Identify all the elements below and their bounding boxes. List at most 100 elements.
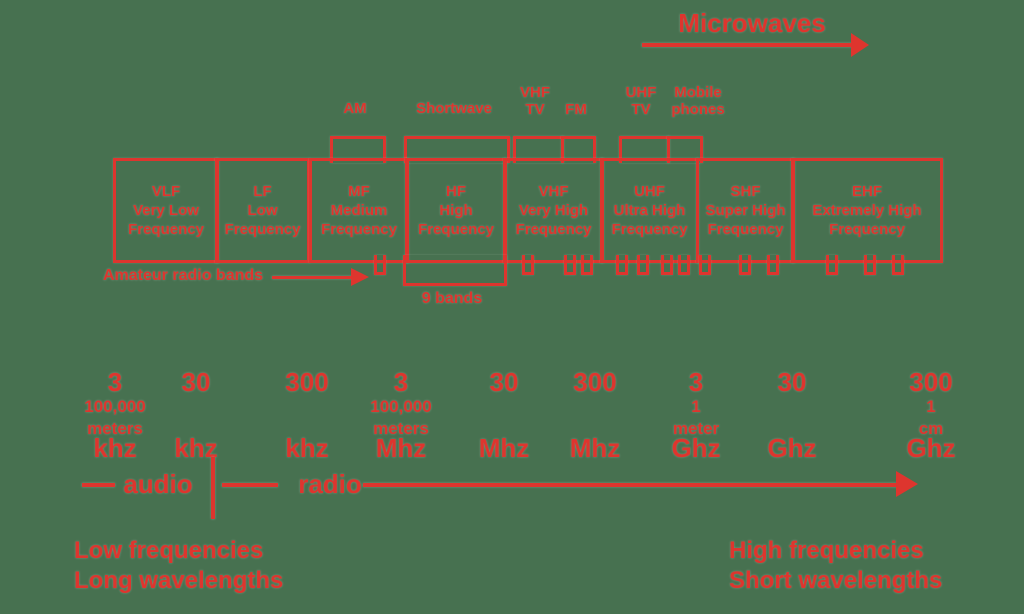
- amateur-notch: [767, 255, 779, 275]
- microwaves-label: Microwaves: [678, 8, 826, 38]
- amateur-notch: [616, 255, 628, 275]
- freq-tick: 3 khz: [65, 333, 165, 498]
- freq-value: 30: [181, 367, 211, 397]
- band-word: Frequency: [224, 221, 301, 238]
- band-word: Frequency: [321, 221, 397, 238]
- freq-tick: 3 Ghz: [646, 333, 746, 498]
- band-word: Frequency: [707, 221, 784, 238]
- band-name: Low: [247, 202, 278, 219]
- amateur-notch: [826, 255, 838, 275]
- freq-value: 30: [489, 367, 519, 397]
- freq-unit: Mhz: [375, 433, 427, 463]
- band-box-shf: SHF Super High Frequency: [696, 158, 795, 263]
- wavelength-label: 100,000 meters: [370, 397, 432, 438]
- band-name: Super High: [705, 202, 786, 219]
- amateur-bands-label: Amateur radio bands: [103, 267, 264, 284]
- band-box-mf: MF Medium Frequency: [309, 158, 409, 263]
- freq-unit: Ghz: [767, 433, 817, 463]
- high-frequencies-caption: High frequencies Short wavelengths: [729, 537, 943, 594]
- radio-axis-dash: [222, 483, 278, 487]
- freq-unit: khz: [93, 433, 137, 463]
- amateur-notch: [374, 255, 386, 275]
- amateur-notch: [522, 255, 534, 275]
- band-box-ehf: EHF Extremely High Frequency: [791, 158, 943, 263]
- band-abbr: EHF: [852, 183, 882, 200]
- freq-tick: 300 Mhz: [545, 333, 645, 498]
- amateur-notch: [739, 255, 751, 275]
- allocation-label-mobile-phones: Mobile phones: [671, 84, 725, 118]
- bracket-fm: [561, 136, 596, 163]
- freq-tick: 300 khz: [257, 333, 357, 498]
- band-word: Frequency: [128, 221, 204, 238]
- band-name: Medium: [330, 202, 388, 219]
- bracket-shortwave: [404, 136, 510, 163]
- audio-label: audio: [123, 469, 193, 499]
- freq-unit: Mhz: [478, 433, 530, 463]
- amateur-notch: [678, 255, 690, 275]
- freq-value: 300: [285, 367, 329, 397]
- band-abbr: MF: [348, 183, 370, 200]
- band-box-vlf: VLF Very Low Frequency: [113, 158, 219, 263]
- freq-value: 3: [107, 367, 123, 397]
- wavelength-label: 100,000 meters: [84, 397, 146, 438]
- nine-bands-bracket: [403, 255, 507, 286]
- band-box-hf: HF High Frequency: [405, 158, 507, 263]
- wavelength-label: 1 cm: [918, 397, 944, 438]
- allocation-label-vhf-tv: VHF TV: [520, 84, 550, 118]
- band-abbr: VLF: [151, 183, 181, 200]
- amateur-notch: [699, 255, 711, 275]
- band-abbr: VHF: [538, 183, 569, 200]
- bracket-mobile-phones: [667, 136, 703, 163]
- low-frequencies-caption: Low frequencies Long wavelengths: [74, 537, 284, 594]
- freq-value: 3: [393, 367, 409, 397]
- band-name: Ultra High: [613, 202, 686, 219]
- amateur-notch: [564, 255, 576, 275]
- band-abbr: SHF: [730, 183, 761, 200]
- allocation-label-fm: FM: [565, 101, 587, 118]
- amateur-notch: [581, 255, 593, 275]
- band-name: Extremely High: [812, 202, 922, 219]
- freq-unit: Ghz: [671, 433, 721, 463]
- amateur-notch: [892, 255, 904, 275]
- freq-value: 30: [777, 367, 807, 397]
- microwaves-arrow-icon: [851, 33, 869, 57]
- microwaves-arrow-line: [642, 43, 852, 47]
- freq-tick: 30 Mhz: [454, 333, 554, 498]
- band-abbr: HF: [446, 183, 466, 200]
- radio-axis-arrow-icon: [896, 471, 918, 497]
- freq-unit: khz: [174, 433, 218, 463]
- freq-unit: khz: [285, 433, 329, 463]
- radio-label: radio: [298, 469, 362, 499]
- freq-unit: Mhz: [569, 433, 621, 463]
- amateur-bands-arrow-line: [272, 276, 352, 279]
- band-word: Frequency: [515, 221, 592, 238]
- allocation-label-uhf-tv: UHF TV: [625, 84, 657, 118]
- amateur-notch: [661, 255, 673, 275]
- band-word: Frequency: [829, 221, 905, 238]
- band-name: Very Low: [133, 202, 199, 219]
- freq-unit: Ghz: [906, 433, 956, 463]
- freq-tick: 30 khz: [146, 333, 246, 498]
- band-name: Very High: [518, 202, 589, 219]
- freq-tick: 30 Ghz: [742, 333, 842, 498]
- band-word: Frequency: [418, 221, 494, 238]
- allocation-label-shortwave: Shortwave: [416, 100, 492, 117]
- radio-axis-line: [363, 483, 897, 487]
- amateur-notch: [637, 255, 649, 275]
- freq-value: 300: [909, 367, 953, 397]
- freq-tick: 300 Ghz: [881, 333, 981, 498]
- freq-tick: 3 Mhz: [351, 333, 451, 498]
- wavelength-label: 1 meter: [672, 397, 720, 438]
- bracket-am: [330, 136, 386, 163]
- audio-axis-dash: [82, 483, 115, 487]
- band-word: Frequency: [611, 221, 688, 238]
- amateur-bands-arrow-icon: [351, 268, 369, 286]
- freq-value: 3: [688, 367, 704, 397]
- band-box-lf: LF Low Frequency: [215, 158, 310, 263]
- band-abbr: UHF: [634, 183, 665, 200]
- band-box-uhf: UHF Ultra High Frequency: [600, 158, 699, 263]
- nine-bands-label: 9 bands: [421, 290, 483, 307]
- audio-radio-divider: [211, 457, 215, 519]
- band-abbr: LF: [253, 183, 272, 200]
